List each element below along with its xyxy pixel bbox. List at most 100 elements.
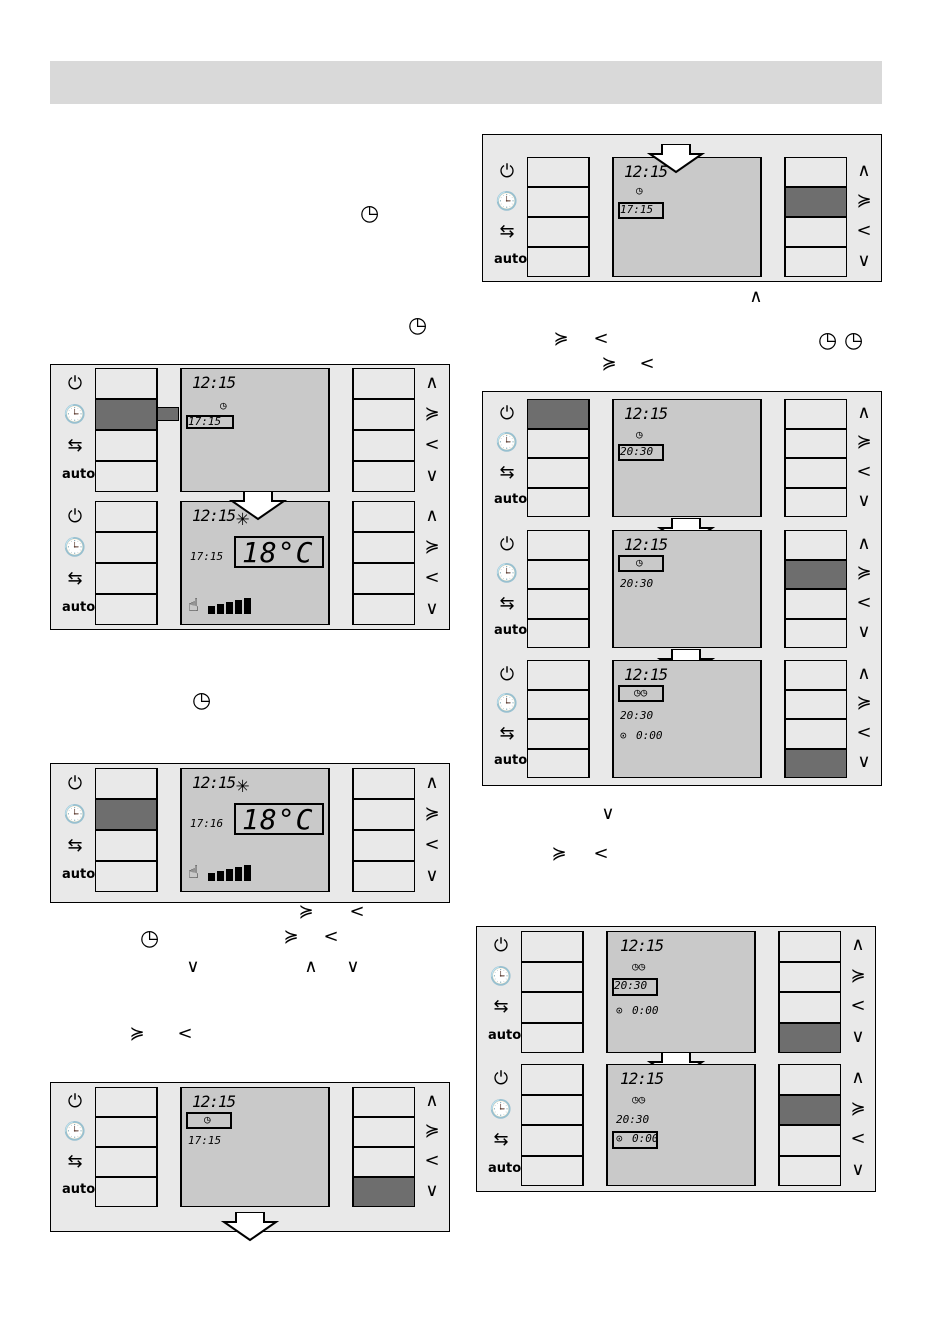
right-key-2[interactable] xyxy=(779,1094,841,1125)
left-key-1[interactable] xyxy=(527,157,589,187)
plus-icon: ≽ xyxy=(856,562,872,584)
up-icon: ∧ xyxy=(857,532,871,554)
right-key-1[interactable] xyxy=(779,1064,841,1095)
right-key-3[interactable] xyxy=(353,563,415,594)
right-key-4[interactable] xyxy=(785,618,847,648)
section-header-bar xyxy=(50,61,882,104)
right-key-3[interactable] xyxy=(353,830,415,861)
left-key-4[interactable] xyxy=(95,1177,157,1207)
left-key-4[interactable] xyxy=(521,1155,583,1186)
left-key-2[interactable] xyxy=(527,428,589,458)
swap-icon: ⇆ xyxy=(67,1151,83,1172)
left-key-1[interactable] xyxy=(95,501,157,532)
right-key-1[interactable] xyxy=(779,931,841,962)
down-icon: ∨ xyxy=(601,803,615,824)
clock-icon: ◷ xyxy=(360,201,380,226)
left-key-1[interactable] xyxy=(95,768,157,799)
right-key-3[interactable] xyxy=(785,589,847,619)
left-key-1[interactable] xyxy=(521,931,583,962)
left-key-3[interactable] xyxy=(95,430,157,461)
left-key-2[interactable] xyxy=(95,1117,157,1147)
left-key-4[interactable] xyxy=(527,618,589,648)
right-key-1[interactable] xyxy=(353,368,415,399)
left-key-1[interactable] xyxy=(527,530,589,560)
right-key-1[interactable] xyxy=(353,1087,415,1117)
right-key-3[interactable] xyxy=(779,1125,841,1156)
left-key-3[interactable] xyxy=(95,1147,157,1177)
right-key-2[interactable] xyxy=(353,399,415,430)
right-key-2[interactable] xyxy=(353,532,415,563)
right-key-4[interactable] xyxy=(353,1177,415,1207)
right-key-2[interactable] xyxy=(779,961,841,992)
plus-icon: ≽ xyxy=(424,402,440,424)
left-key-1[interactable] xyxy=(95,1087,157,1117)
right-key-3[interactable] xyxy=(353,1147,415,1177)
left-key-3[interactable] xyxy=(527,589,589,619)
left-key-2[interactable] xyxy=(95,399,157,430)
right-key-1[interactable] xyxy=(353,501,415,532)
left-key-4[interactable] xyxy=(95,461,157,492)
lcd-time: 12:15 xyxy=(192,773,236,792)
right-key-3[interactable] xyxy=(785,217,847,247)
left-key-3[interactable] xyxy=(527,458,589,488)
right-key-3[interactable] xyxy=(353,430,415,461)
right-key-4[interactable] xyxy=(779,1022,841,1053)
lcd-clock-time: 20:30 xyxy=(620,577,654,590)
right-key-1[interactable] xyxy=(353,768,415,799)
left-key-3[interactable] xyxy=(527,719,589,749)
right-key-3[interactable] xyxy=(785,719,847,749)
right-key-3[interactable] xyxy=(779,992,841,1023)
left-key-1[interactable] xyxy=(527,660,589,690)
right-key-3[interactable] xyxy=(785,458,847,488)
left-key-1[interactable] xyxy=(95,368,157,399)
right-key-4[interactable] xyxy=(785,487,847,517)
minus-icon: < xyxy=(856,591,872,613)
right-key-1[interactable] xyxy=(785,399,847,429)
left-key-4[interactable] xyxy=(95,594,157,625)
left-key-3[interactable] xyxy=(527,217,589,247)
right-key-4[interactable] xyxy=(353,594,415,625)
left-key-2[interactable] xyxy=(527,187,589,217)
left-key-4[interactable] xyxy=(527,748,589,778)
left-key-3[interactable] xyxy=(521,1125,583,1156)
clock-icon: 🕒 xyxy=(489,1098,513,1120)
left-key-1[interactable] xyxy=(521,1064,583,1095)
right-key-1[interactable] xyxy=(785,660,847,690)
key-divider xyxy=(157,368,181,492)
left-key-2[interactable] xyxy=(521,961,583,992)
right-key-2[interactable] xyxy=(785,689,847,719)
key-divider xyxy=(157,1087,181,1207)
left-key-2[interactable] xyxy=(521,1094,583,1125)
left-key-1[interactable] xyxy=(527,399,589,429)
left-key-3[interactable] xyxy=(95,563,157,594)
snowflake-icon: ✳ xyxy=(236,506,249,531)
right-key-1[interactable] xyxy=(785,157,847,187)
right-key-1[interactable] xyxy=(785,530,847,560)
lcd-time: 12:15 xyxy=(624,535,668,554)
left-key-2[interactable] xyxy=(95,532,157,563)
left-key-4[interactable] xyxy=(95,861,157,892)
left-key-4[interactable] xyxy=(521,1022,583,1053)
auto-label: auto xyxy=(494,492,528,508)
right-key-4[interactable] xyxy=(779,1155,841,1186)
right-key-4[interactable] xyxy=(353,461,415,492)
key-divider xyxy=(755,931,779,1053)
left-key-2[interactable] xyxy=(95,799,157,830)
left-key-3[interactable] xyxy=(95,830,157,861)
right-key-2[interactable] xyxy=(785,428,847,458)
right-key-2[interactable] xyxy=(785,559,847,589)
level-bar xyxy=(217,604,224,614)
left-key-3[interactable] xyxy=(521,992,583,1023)
right-key-4[interactable] xyxy=(353,861,415,892)
right-key-2[interactable] xyxy=(785,187,847,217)
left-key-2[interactable] xyxy=(527,559,589,589)
right-key-4[interactable] xyxy=(785,247,847,277)
clock-icon: ◷ xyxy=(192,688,212,713)
right-key-4[interactable] xyxy=(785,748,847,778)
right-key-2[interactable] xyxy=(353,799,415,830)
left-key-2[interactable] xyxy=(527,689,589,719)
left-key-4[interactable] xyxy=(527,487,589,517)
key-divider xyxy=(157,768,181,892)
right-key-2[interactable] xyxy=(353,1117,415,1147)
left-key-4[interactable] xyxy=(527,247,589,277)
